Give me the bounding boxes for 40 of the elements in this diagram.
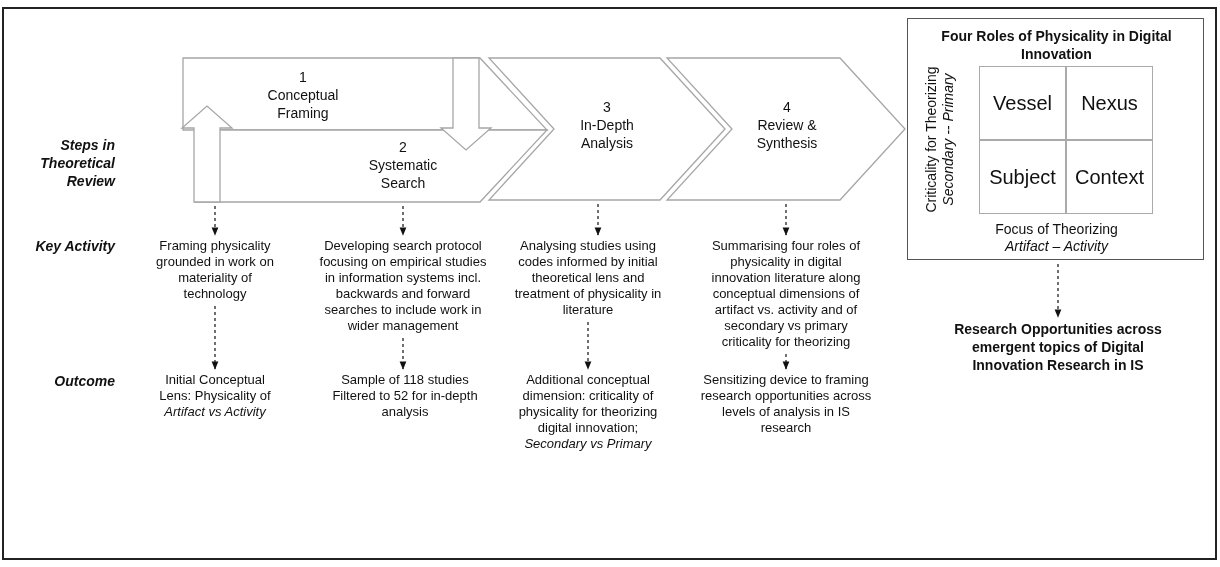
step-number: 4 <box>782 98 792 116</box>
activity-text: Developing search protocol focusing on empirical studies in information systems incl. backwards and forward searches to include work in wider management <box>318 238 488 334</box>
dashed-arrow <box>782 353 790 370</box>
axis-label: Focus of Theorizing <box>994 221 1119 238</box>
quadrant-cell: Nexus <box>1066 66 1153 140</box>
row-label: Key Activity <box>34 237 115 255</box>
result-text: Research Opportunities across emergent topics of Digital Innovation Research in IS <box>953 320 1163 374</box>
dashed-arrow <box>211 305 219 370</box>
axis-label: Secondary -- Primary <box>939 71 957 208</box>
block-arrow <box>180 105 234 203</box>
step-number: 3 <box>602 98 612 116</box>
step-number: 2 <box>398 138 408 156</box>
quadrant-cell: Subject <box>979 140 1066 214</box>
dashed-arrow <box>399 205 407 236</box>
dashed-arrow <box>594 203 602 236</box>
dashed-arrow <box>584 321 592 370</box>
panel-title: Four Roles of Physicality in Digital Innovation <box>940 27 1173 63</box>
outcome-text: Initial Conceptual Lens: Physicality of Artifact vs Activity <box>158 372 272 420</box>
quadrant-cell: Vessel <box>979 66 1066 140</box>
step-title: Review & Synthesis <box>755 116 819 152</box>
outcome-text: Sensitizing device to framing research opportunities across levels of analysis in IS research <box>699 372 873 436</box>
block-arrow <box>439 57 493 151</box>
outcome-text: Sample of 118 studies Filtered to 52 for in-depth analysis <box>331 372 479 420</box>
activity-text: Analysing studies using codes informed by initial theoretical lens and treatment of physicality in literature <box>513 238 663 318</box>
axis-label: Criticality for Theorizing <box>922 65 940 214</box>
activity-text: Framing physicality grounded in work on materiality of technology <box>155 238 275 302</box>
step-title: Conceptual Framing <box>266 86 340 122</box>
row-label: Outcome <box>53 372 115 390</box>
row-label: Steps in Theoretical Review <box>39 136 115 190</box>
outcome-text: Additional conceptual dimension: criticality of physicality for theorizing digital innovation; Secondary vs Primary <box>517 372 659 452</box>
axis-label: Artifact – Activity <box>1003 238 1110 255</box>
dashed-arrow <box>1054 263 1062 318</box>
dashed-arrow <box>782 203 790 236</box>
activity-text: Summarising four roles of physicality in digital innovation literature along conceptual dimensions of artifact vs. activity and of secondary vs primary criticality for theorizing <box>710 238 862 350</box>
step-title: Systematic Search <box>367 156 439 192</box>
step-number: 1 <box>298 68 308 86</box>
step-title: In-Depth Analysis <box>579 116 635 152</box>
dashed-arrow <box>211 205 219 236</box>
quadrant-cell: Context <box>1066 140 1153 214</box>
dashed-arrow <box>399 337 407 370</box>
